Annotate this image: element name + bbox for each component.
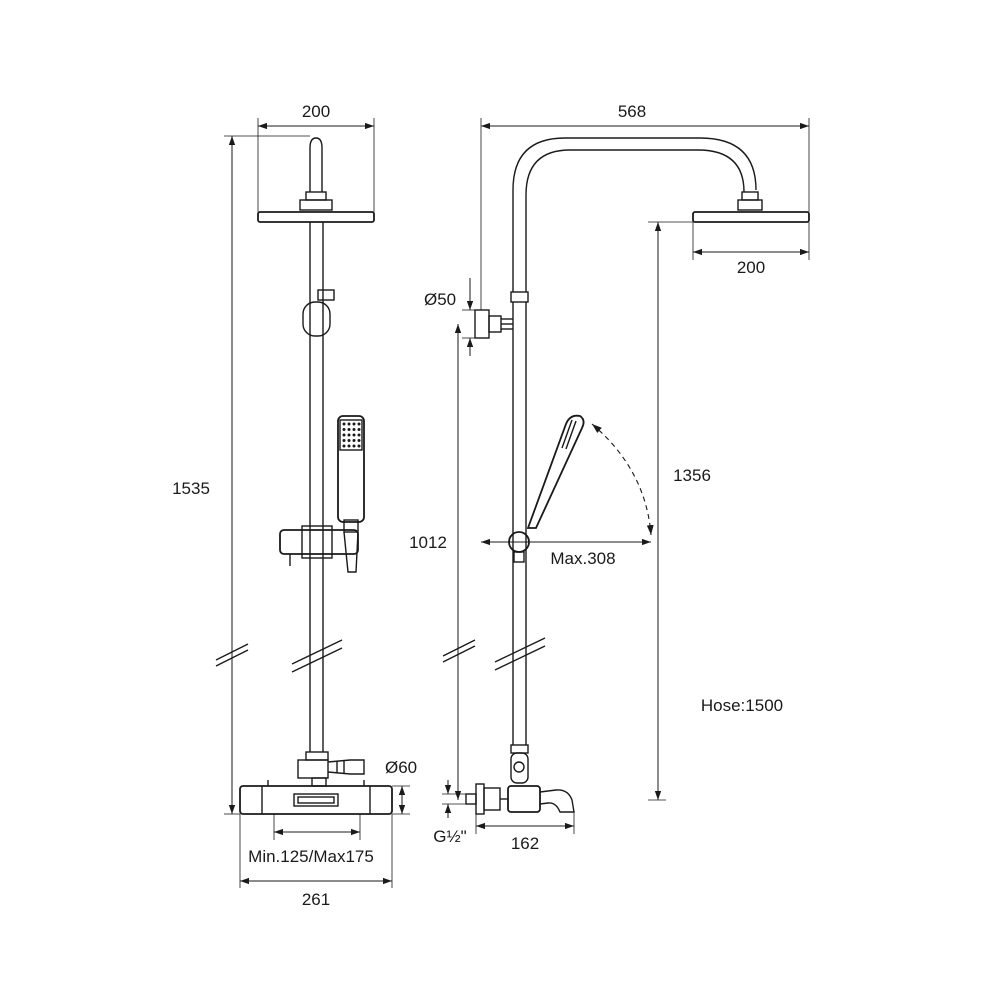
side-bracket-label: Ø50 [424,290,456,309]
side-thermostatic-mixer [465,783,575,815]
nozzle-dot [352,428,356,431]
front-connector-label: Ø60 [385,758,417,777]
nozzle-dot [357,428,361,431]
side-hand-shower-height-label: 1012 [409,533,447,552]
nozzle-dot [352,422,356,426]
side-reach-label: Max.308 [550,549,615,568]
front-thermostatic-mixer [239,780,393,815]
front-total-height-label: 1535 [172,479,210,498]
nozzle-dot [347,428,351,431]
side-thread-label: G½" [433,827,466,846]
nozzle-dot [352,444,356,448]
nozzle-dot [357,433,361,437]
nozzle-dot [347,433,351,437]
side-head-width-label: 200 [737,258,765,277]
nozzle-dot [347,439,351,442]
side-hose-label: Hose:1500 [701,696,783,715]
front-overhead-shower-head [257,211,375,223]
nozzle-dot [342,439,346,442]
front-mixer-width-label: 261 [302,890,330,909]
nozzle-dot [342,433,346,437]
nozzle-dot [347,444,351,448]
side-head-height-label: 1356 [673,466,711,485]
side-view: 568 200 Ø50 1012 1356 Max.308 Hose:1500 … [409,102,810,853]
nozzle-dot [342,422,346,426]
nozzle-dot [352,439,356,442]
side-hand-shower [526,414,585,529]
nozzle-dot [352,433,356,437]
front-spacing-label: Min.125/Max175 [248,847,374,866]
nozzle-dot [357,439,361,442]
nozzle-dot [342,428,346,431]
side-overhead-shower-head [692,211,810,223]
side-total-width-label: 568 [618,102,646,121]
nozzle-dot [347,422,351,426]
nozzle-dot [357,444,361,448]
front-view: 200 1535 Ø60 Min.125/Max175 261 [172,102,417,909]
nozzle-dot [357,422,361,426]
nozzle-dot [342,444,346,448]
side-depth-label: 162 [511,834,539,853]
front-hand-shower [337,415,365,573]
front-head-width-label: 200 [302,102,330,121]
